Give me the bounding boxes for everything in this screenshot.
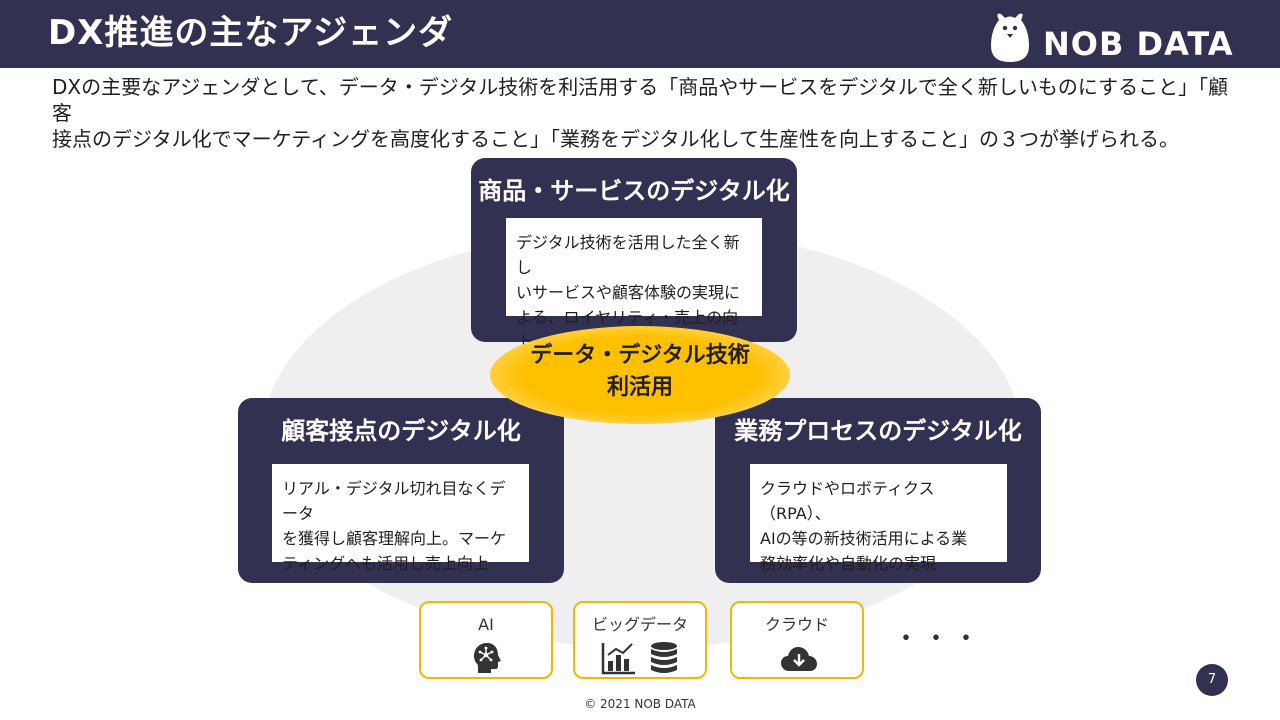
center-highlight [490, 326, 790, 424]
card-description: リアル・デジタル切れ目なくデータ を獲得し顧客理解向上。マーケ ティングへも活用… [272, 464, 529, 573]
center-label-line: 利活用 [606, 375, 673, 400]
page-title: DX推進の主なアジェンダ [48, 13, 454, 53]
card-description-line: クラウドやロボティクス（RPA）、 [760, 479, 935, 523]
card-description-line: ティングへも活用し売上向上 [282, 554, 490, 573]
tech-box-cloud: クラウド [730, 601, 864, 679]
card-description: クラウドやロボティクス（RPA）、 AIの等の新技術活用による業 務効率化や自動… [750, 464, 1007, 573]
penguin-logo-icon [991, 13, 1029, 63]
intro-line: 接点のデジタル化でマーケティングを高度化すること」「業務をデジタル化して生産性を… [52, 127, 1179, 151]
tech-label: ビッグデータ [591, 615, 688, 634]
intro-paragraph: DXの主要なアジェンダとして、データ・デジタル技術を利活用する「商品やサービスを… [52, 74, 1242, 152]
more-indicator: ・・・ [893, 624, 984, 654]
intro-line: DXの主要なアジェンダとして、データ・デジタル技術を利活用する「商品やサービスを… [52, 75, 1229, 125]
card-description: デジタル技術を活用した全く新し いサービスや顧客体験の実現に よる、ロイヤリティ… [506, 218, 762, 352]
header-bar: DX推進の主なアジェンダ NOB DATA [0, 0, 1280, 68]
center-label: データ・デジタル技術 利活用 [490, 340, 790, 404]
card-description-line: AIの等の新技術活用による業 [760, 529, 968, 548]
logo-text: NOB DATA [1043, 25, 1234, 63]
copyright: © 2021 NOB DATA [584, 697, 696, 711]
card-business-process: 業務プロセスのデジタル化 クラウドやロボティクス（RPA）、 AIの等の新技術活… [715, 398, 1041, 583]
ai-head-icon [474, 643, 501, 673]
chart-icon [601, 643, 635, 675]
brand-logo: NOB DATA [985, 10, 1235, 64]
card-product-service: 商品・サービスのデジタル化 デジタル技術を活用した全く新し いサービスや顧客体験… [471, 158, 797, 352]
database-icon [651, 642, 677, 673]
card-description-line: いサービスや顧客体験の実現に [516, 283, 741, 302]
card-customer-touchpoint: 顧客接点のデジタル化 リアル・デジタル切れ目なくデータ を獲得し顧客理解向上。マ… [238, 398, 564, 583]
card-description-line: を獲得し顧客理解向上。マーケ [282, 529, 507, 548]
cloud-download-icon [781, 647, 817, 671]
tech-label: AI [478, 615, 494, 634]
card-description-line: リアル・デジタル切れ目なくデータ [282, 479, 506, 523]
tech-label: クラウド [764, 615, 829, 634]
card-title: 業務プロセスのデジタル化 [734, 417, 1022, 445]
card-title: 顧客接点のデジタル化 [281, 417, 521, 445]
tech-box-bigdata: ビッグデータ [573, 601, 707, 679]
page-number: 7 [1196, 664, 1228, 696]
center-label-line: データ・デジタル技術 [530, 343, 750, 368]
card-title: 商品・サービスのデジタル化 [478, 177, 790, 205]
card-description-line: デジタル技術を活用した全く新し [516, 233, 740, 277]
tech-box-ai: AI [419, 601, 553, 679]
card-description-line: 務効率化や自動化の実現 [760, 554, 937, 573]
